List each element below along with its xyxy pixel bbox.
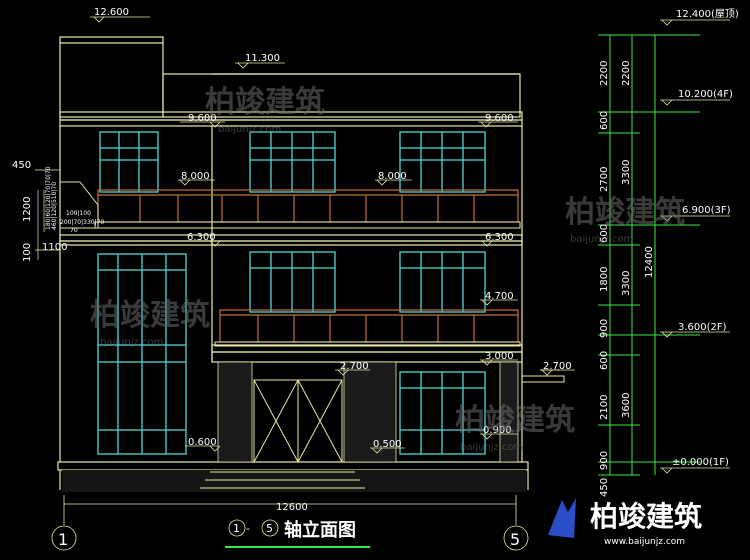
elev-4f-left: 9.600 <box>188 113 217 124</box>
watermark-text-4: 柏竣建筑 <box>455 403 575 438</box>
watermark-text-3: 柏竣建筑 <box>90 298 210 333</box>
title-axis-start: 1 <box>233 522 240 535</box>
elev-canopy-right: 2.700 <box>543 361 572 372</box>
elev-step: 0.500 <box>373 439 402 450</box>
dim-100: 100 <box>22 243 33 262</box>
level-2f: 3.600(2F) <box>678 322 727 333</box>
elev-sill-right: 0.900 <box>483 425 512 436</box>
dim-inner-3: 2700 <box>599 167 610 192</box>
dim-outer-4: 3600 <box>621 393 632 418</box>
dim-inner-2: 600 <box>599 111 610 130</box>
title-axis-end: 5 <box>266 522 273 535</box>
brand-logo-icon <box>548 498 576 538</box>
watermark-url-4: baijunjz.com <box>460 442 523 453</box>
watermark-url-3: baijunjz.com <box>100 337 163 348</box>
balcony-slabs <box>60 181 521 347</box>
dim-inner-9: 900 <box>599 451 610 470</box>
right-level-marks <box>660 19 730 474</box>
brand-url: www.baijunjz.com <box>604 537 685 547</box>
windows <box>97 131 486 455</box>
right-dimension-chain <box>598 34 700 476</box>
axis-label-start: 1 <box>58 530 68 549</box>
elev-balcony3-left: 8.000 <box>181 171 210 182</box>
rail-note-1: 180|60|120|70|70|70 <box>45 166 52 230</box>
elev-2f: 3.000 <box>485 351 514 362</box>
entry-steps <box>200 471 365 489</box>
dim-outer-2: 3300 <box>621 160 632 185</box>
bottom-dimension <box>51 495 529 551</box>
dim-1100: 1100 <box>42 242 67 253</box>
overall-width: 12600 <box>276 502 308 513</box>
level-4f: 10.200(4F) <box>678 89 733 100</box>
level-roof: 12.400(屋顶) <box>676 8 739 20</box>
dim-inner-1: 2200 <box>599 61 610 86</box>
dim-outer-3: 3300 <box>621 271 632 296</box>
dim-outer-1: 2200 <box>621 61 632 86</box>
watermark-url-2: baijunjz.com <box>570 234 633 245</box>
dim-inner-5: 1800 <box>599 267 610 292</box>
dim-1200: 1200 <box>22 197 33 222</box>
left-dimension-lines <box>35 169 60 260</box>
dim-total-height: 12400 <box>644 246 655 278</box>
elev-balcony3-right: 8.000 <box>378 171 407 182</box>
elev-roof-stair: 11.300 <box>245 53 280 64</box>
watermark-url-1: baijunjz.com <box>218 124 281 135</box>
level-3f: 6.900(3F) <box>682 205 731 216</box>
dim-inner-7: 600 <box>599 351 610 370</box>
dim-inner-8: 2100 <box>599 395 610 420</box>
dim-inner-4: 600 <box>599 224 610 243</box>
level-1f: ±0.000(1F) <box>672 457 729 468</box>
elev-canopy-left: 2.700 <box>340 361 369 372</box>
rail-note-2: 460|120|510|70 <box>51 182 58 230</box>
drawing-title: 轴立面图 <box>284 519 356 541</box>
dim-450: 450 <box>12 160 31 171</box>
axis-label-end: 5 <box>510 530 520 549</box>
watermark-text-1: 柏竣建筑 <box>205 85 325 120</box>
elev-balcony2: 4.700 <box>485 291 514 302</box>
watermark-text-2: 柏竣建筑 <box>565 195 685 230</box>
right-dims-outer: 2200 3300 3300 3600 <box>621 61 632 418</box>
elev-3f-left: 6.300 <box>187 232 216 243</box>
brand-logo: 柏竣建筑 www.baijunjz.com <box>548 498 702 547</box>
svg-text:-: - <box>246 522 250 535</box>
dim-bottom-450: 450 <box>599 478 610 497</box>
stone-base <box>62 361 526 492</box>
rail-note-3: 100|100 <box>66 210 91 217</box>
entry-door <box>253 379 343 463</box>
dim-inner-6: 900 <box>599 319 610 338</box>
elevation-markers <box>90 16 575 454</box>
elev-sill-left: 0.600 <box>188 437 217 448</box>
rail-note-4: 200|70|330|70 <box>60 219 104 226</box>
rail-note-5: 70 <box>70 227 78 234</box>
right-dims-inner: 2200 600 2700 600 1800 900 600 2100 900 <box>599 61 610 470</box>
elev-3f-right: 6.300 <box>485 232 514 243</box>
building-outline <box>57 36 529 490</box>
elev-parapet-top: 12.600 <box>94 7 129 18</box>
elev-4f-right: 9.600 <box>485 113 514 124</box>
brand-name: 柏竣建筑 <box>590 500 702 533</box>
watermark: 柏竣建筑 baijunjz.com 柏竣建筑 baijunjz.com 柏竣建筑… <box>90 85 685 453</box>
